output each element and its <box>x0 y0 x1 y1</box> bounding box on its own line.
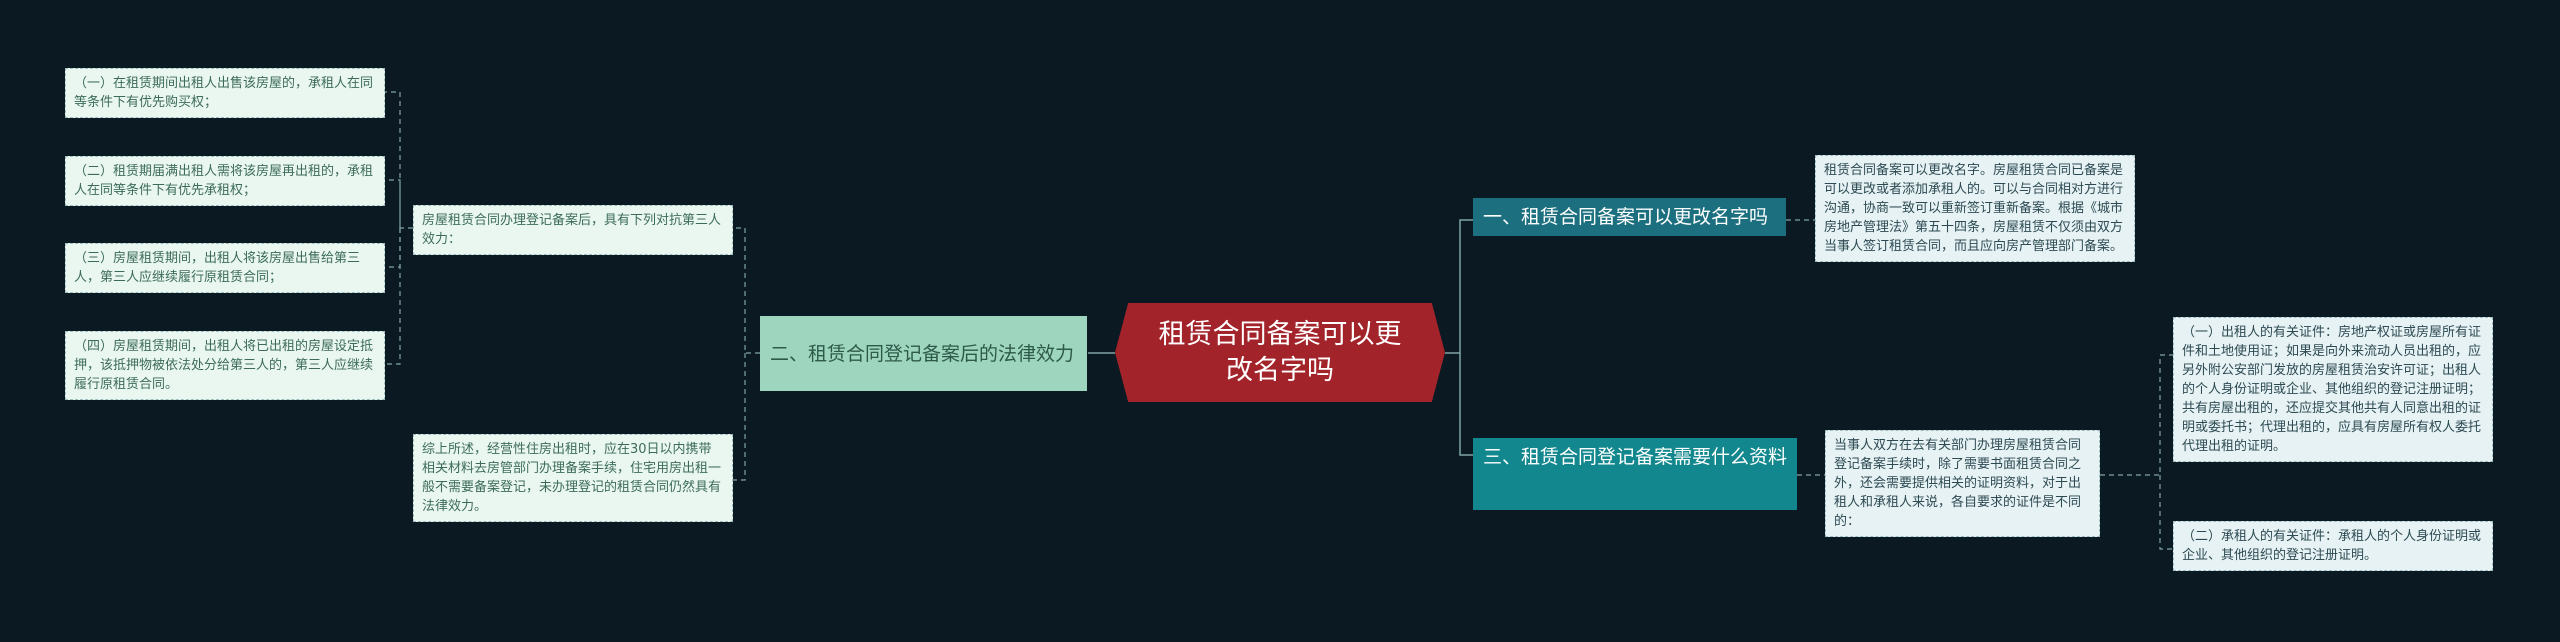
left-summary-note[interactable]: 综上所述，经营性住房出租时，应在30日以内携带相关材料去房管部门办理备案手续，住… <box>413 434 733 522</box>
right-branch-1-note[interactable]: 租赁合同备案可以更改名字。房屋租赁合同已备案是可以更改或者添加承租人的。可以与合… <box>1815 155 2135 262</box>
right-branch-2-title: 三、租赁合同登记备案需要什么资料 <box>1483 446 1788 468</box>
right-branch-2-topic[interactable]: 三、租赁合同登记备案需要什么资料 <box>1473 438 1797 510</box>
left-branch-topic[interactable]: 二、租赁合同登记备案后的法律效力 <box>760 316 1087 391</box>
right-branch-2-intro[interactable]: 当事人双方在去有关部门办理房屋租赁合同登记备案手续时，除了需要书面租赁合同之外，… <box>1825 430 2100 537</box>
right-branch-2-item-1[interactable]: （一）出租人的有关证件：房地产权证或房屋所有证件和土地使用证；如果是向外来流动人… <box>2173 317 2493 462</box>
root-topic[interactable]: 租赁合同备案可以更改名字吗 <box>1115 303 1445 402</box>
left-item-4[interactable]: （四）房屋租赁期间，出租人将已出租的房屋设定抵押，该抵押物被依法处分给第三人的，… <box>65 331 385 400</box>
left-branch-title: 二、租赁合同登记备案后的法律效力 <box>770 342 1075 365</box>
left-item-3[interactable]: （三）房屋租赁期间，出租人将该房屋出售给第三人，第三人应继续履行原租赁合同； <box>65 243 385 293</box>
right-branch-1-title: 一、租赁合同备案可以更改名字吗 <box>1483 206 1769 228</box>
right-branch-2-item-2[interactable]: （二）承租人的有关证件：承租人的个人身份证明或企业、其他组织的登记注册证明。 <box>2173 521 2493 571</box>
left-item-1[interactable]: （一）在租赁期间出租人出售该房屋的，承租人在同等条件下有优先购买权； <box>65 68 385 118</box>
left-item-2[interactable]: （二）租赁期届满出租人需将该房屋再出租的，承租人在同等条件下有优先承租权； <box>65 156 385 206</box>
left-intro-note[interactable]: 房屋租赁合同办理登记备案后，具有下列对抗第三人效力： <box>413 205 733 255</box>
root-topic-text: 租赁合同备案可以更改名字吗 <box>1158 318 1402 386</box>
right-branch-1-topic[interactable]: 一、租赁合同备案可以更改名字吗 <box>1473 198 1786 236</box>
